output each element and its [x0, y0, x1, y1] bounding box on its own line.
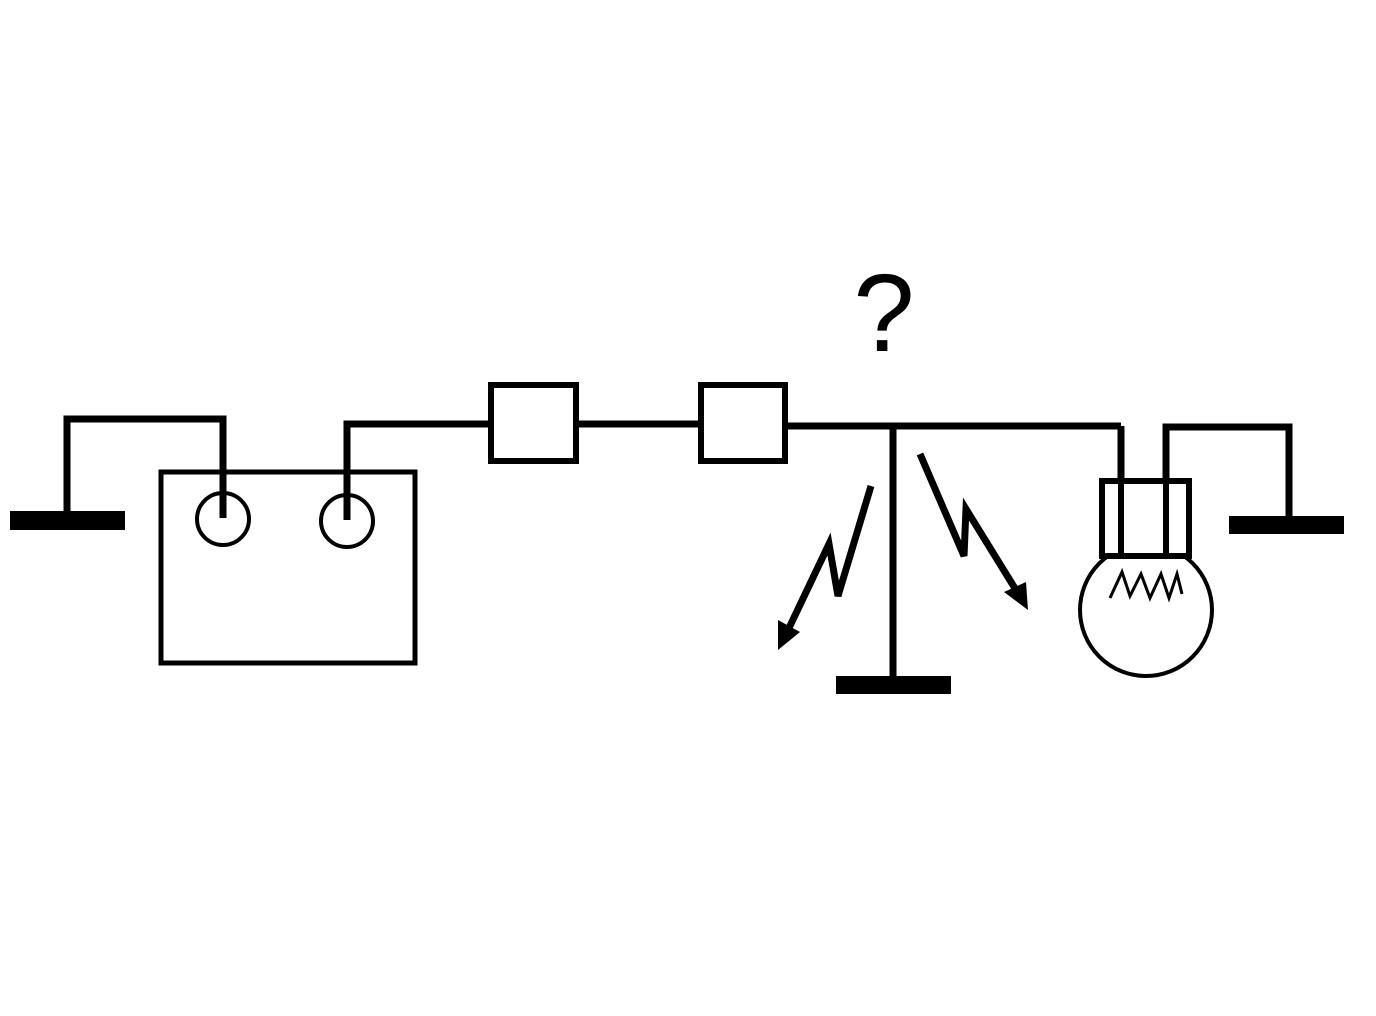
lightning-arrow-right-icon	[916, 452, 1028, 610]
main-wire	[343, 420, 1121, 520]
battery-icon	[158, 469, 418, 666]
ground-left-icon	[10, 415, 227, 530]
bulb-filament-icon	[1108, 567, 1184, 603]
ground-right-icon	[1229, 516, 1344, 534]
fuse-2-icon	[698, 382, 788, 464]
lightning-arrow-left-icon	[778, 484, 875, 650]
battery-terminal-left-icon	[195, 491, 251, 547]
question-mark: ?	[853, 252, 914, 375]
fuse-1-icon	[488, 382, 579, 464]
bulb-icon	[1078, 423, 1293, 678]
ground-fault-icon	[836, 426, 951, 694]
